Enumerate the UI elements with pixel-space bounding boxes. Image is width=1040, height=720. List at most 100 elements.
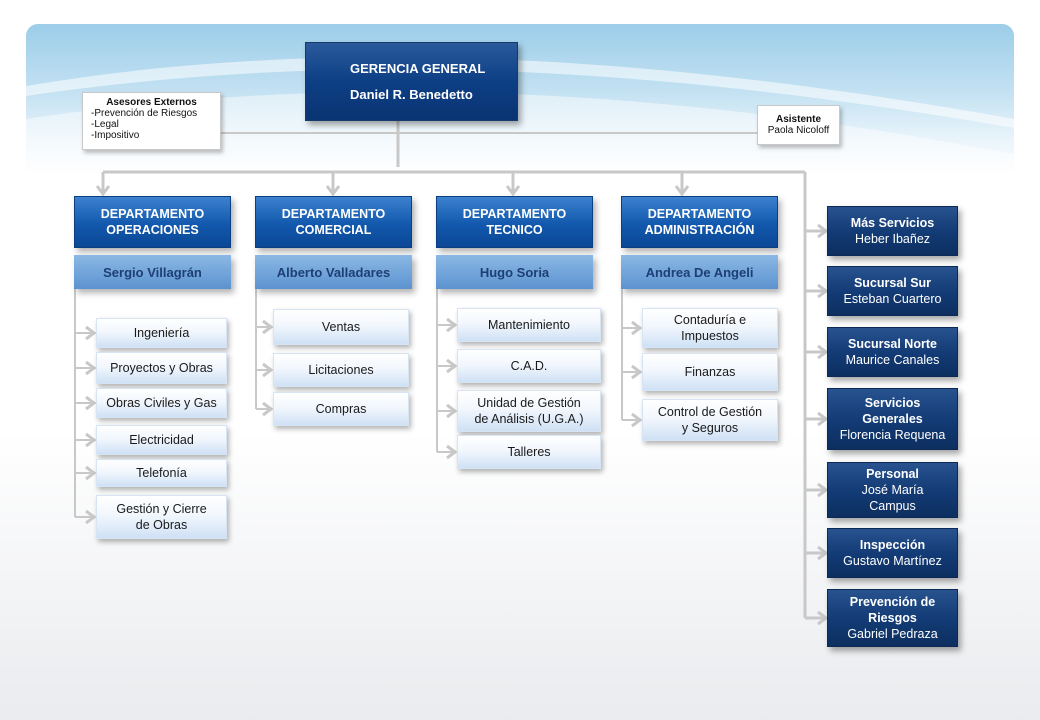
- service-title: Riesgos: [868, 611, 917, 625]
- unit-box: Licitaciones: [273, 353, 409, 387]
- unit-box-text: Ingeniería: [133, 326, 190, 340]
- service-title: Generales: [862, 412, 923, 426]
- unit-box-text: Licitaciones: [308, 363, 374, 377]
- arrow-right-icon: [446, 317, 458, 333]
- arrow-down-icon: [505, 185, 521, 197]
- unit-box: Electricidad: [96, 425, 227, 455]
- unit-box-text: Mantenimiento: [488, 318, 570, 332]
- department-head-text: Hugo Soria: [479, 264, 550, 280]
- arrow-right-icon: [631, 412, 643, 428]
- arrow-right-icon: [85, 509, 97, 525]
- unit-box-text: Electricidad: [129, 433, 194, 447]
- department-head: Hugo Soria: [436, 255, 593, 289]
- unit-box: Talleres: [457, 435, 601, 469]
- department-title-text: DEPARTAMENTO: [281, 207, 386, 221]
- arrow-right-icon: [85, 360, 97, 376]
- unit-box-text: y Seguros: [681, 421, 739, 435]
- unit-box: Telefonía: [96, 459, 227, 487]
- service-title: Personal: [866, 467, 919, 481]
- service-title: Sucursal Sur: [853, 276, 932, 290]
- asistente-box: Asistente Paola Nicoloff: [757, 105, 840, 145]
- arrow-right-icon: [817, 610, 829, 626]
- unit-box: Compras: [273, 392, 409, 426]
- arrow-right-icon: [631, 364, 643, 380]
- service-title: Inspección: [859, 538, 926, 552]
- service-title: Sucursal Norte: [848, 337, 937, 351]
- department-title-text: DEPARTAMENTO: [647, 207, 752, 221]
- department-title: DEPARTAMENTO TECNICO: [436, 196, 593, 248]
- unit-box-text: Obras Civiles y Gas: [106, 396, 217, 410]
- department-title: DEPARTAMENTO COMERCIAL: [255, 196, 412, 248]
- service-title: Servicios: [864, 396, 921, 410]
- arrow-right-icon: [446, 444, 458, 460]
- arrow-right-icon: [85, 325, 97, 341]
- arrow-right-icon: [262, 362, 274, 378]
- service-person: Heber Ibañez: [854, 232, 931, 246]
- asesores-item: -Legal: [91, 119, 119, 130]
- arrow-right-icon: [817, 283, 829, 299]
- arrow-right-icon: [85, 395, 97, 411]
- department-head: Sergio Villagrán: [74, 255, 231, 289]
- arrow-down-icon: [95, 185, 111, 197]
- unit-box-text: Gestión y Cierre: [116, 502, 207, 516]
- service-person: Florencia Requena: [839, 428, 946, 442]
- arrow-down-icon: [325, 185, 341, 197]
- unit-box: C.A.D.: [457, 349, 601, 383]
- gerencia-name: Daniel R. Benedetto: [350, 86, 473, 102]
- unit-box-text: de Análisis (U.G.A.): [474, 412, 584, 426]
- unit-box: Contaduría e Impuestos: [642, 308, 778, 348]
- department-head: Alberto Valladares: [255, 255, 412, 289]
- arrow-right-icon: [85, 432, 97, 448]
- asesores-item: -Prevención de Riesgos: [91, 108, 198, 119]
- service-person: Maurice Canales: [845, 353, 940, 367]
- unit-box-text: Unidad de Gestión: [477, 396, 581, 410]
- gerencia-title: GERENCIA GENERAL: [350, 60, 486, 76]
- service-title: Más Servicios: [850, 216, 935, 230]
- unit-box-text: Telefonía: [136, 466, 187, 480]
- arrow-right-icon: [817, 545, 829, 561]
- department-title-text: DEPARTAMENTO: [462, 207, 567, 221]
- unit-box: Ventas: [273, 309, 409, 345]
- service-person: Campus: [869, 499, 916, 513]
- unit-box-text: Ventas: [321, 320, 361, 334]
- arrow-down-icon: [674, 185, 690, 197]
- unit-box: Finanzas: [642, 353, 778, 391]
- unit-box-text: Control de Gestión: [657, 405, 763, 419]
- arrow-right-icon: [631, 320, 643, 336]
- arrow-right-icon: [446, 403, 458, 419]
- unit-box-text: Talleres: [507, 445, 551, 459]
- service-person: Gustavo Martínez: [843, 554, 942, 568]
- unit-box: Unidad de Gestión de Análisis (U.G.A.): [457, 390, 601, 432]
- unit-box: Mantenimiento: [457, 308, 601, 342]
- department-head: Andrea De Angeli: [621, 255, 778, 289]
- arrow-right-icon: [817, 482, 829, 498]
- department-title-text: DEPARTAMENTO: [100, 207, 205, 221]
- asesores-externos-box: Asesores Externos -Prevención de Riesgos…: [82, 92, 221, 150]
- department-head-text: Sergio Villagrán: [103, 264, 202, 280]
- department-head-text: Alberto Valladares: [276, 264, 391, 280]
- arrow-right-icon: [446, 358, 458, 374]
- department-head-text: Andrea De Angeli: [645, 264, 754, 280]
- unit-box-text: Impuestos: [681, 329, 739, 343]
- arrow-right-icon: [262, 401, 274, 417]
- department-title-text: ADMINISTRACIÓN: [644, 223, 755, 237]
- unit-box-text: de Obras: [135, 518, 188, 532]
- department-title-text: TECNICO: [486, 223, 543, 237]
- unit-box: Control de Gestión y Seguros: [642, 399, 778, 441]
- service-person: Gabriel Pedraza: [847, 627, 938, 641]
- asesores-title: Asesores Externos: [106, 97, 197, 108]
- asistente-name: Paola Nicoloff: [767, 125, 830, 136]
- department-title-text: COMERCIAL: [295, 223, 372, 237]
- unit-box: Ingeniería: [96, 318, 227, 348]
- asesores-item: -Impositivo: [91, 130, 140, 141]
- service-person: José María: [861, 483, 924, 497]
- unit-box-text: Contaduría e: [673, 313, 747, 327]
- unit-box-text: C.A.D.: [510, 359, 548, 373]
